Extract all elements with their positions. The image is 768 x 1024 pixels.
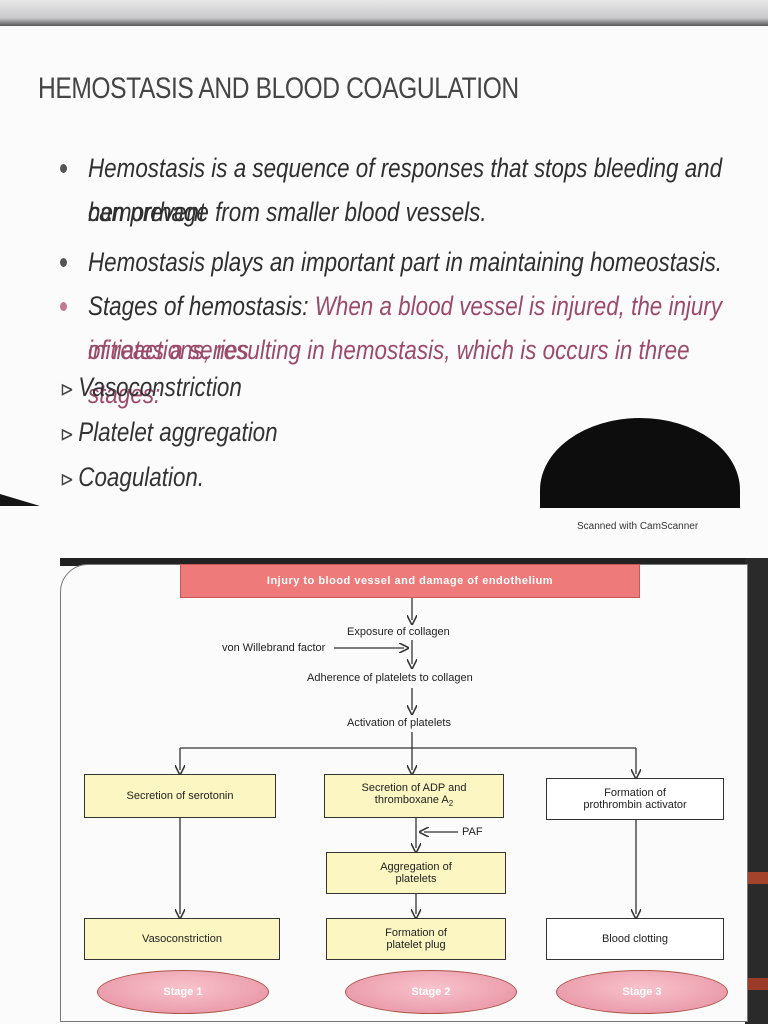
bullet-3-lead: Stages of hemostasis: [88, 291, 309, 321]
paf-label: PAF [462, 826, 483, 838]
stage-1-badge: Stage 1 [97, 970, 269, 1014]
exposure-label: Exposure of collagen [347, 626, 450, 638]
activation-label: Activation of platelets [347, 717, 451, 729]
photo-frame-top [60, 558, 750, 566]
arrowhead-icon: ⊳ [60, 424, 74, 446]
bullet-3-line-1: Stages of hemostasis: When a blood vesse… [88, 284, 752, 372]
prothrombin-box: Formation of prothrombin activator [546, 778, 724, 820]
blood-clotting-box: Blood clotting [546, 918, 724, 960]
scanner-watermark: Scanned with CamScanner [577, 521, 699, 532]
vasoconstriction-box: Vasoconstriction [84, 918, 280, 960]
vwf-label: von Willebrand factor [222, 642, 326, 654]
stage-item-vasoconstriction: ⊳Vasoconstriction [60, 372, 242, 402]
stage-3-badge: Stage 3 [556, 970, 728, 1014]
adherence-label: Adherence of platelets to collagen [307, 672, 473, 684]
bullet-dot-icon [60, 302, 67, 311]
arrowhead-icon: ⊳ [60, 379, 74, 401]
slide-title: HEMOSTASIS AND BLOOD COAGULATION [38, 72, 519, 105]
platelet-plug-box: Formation of platelet plug [326, 918, 506, 960]
adp-box: Secretion of ADP and thromboxane A2 [324, 774, 504, 818]
bullet-2: Hemostasis plays an important part in ma… [88, 247, 723, 277]
serotonin-box: Secretion of serotonin [84, 774, 276, 818]
arrowhead-icon: ⊳ [60, 469, 74, 491]
stage-item-platelet-aggregation: ⊳Platelet aggregation [60, 417, 278, 447]
bullet-3-rest: When a blood vessel is injured, the inju… [88, 291, 723, 365]
bullet-1-line-1: Hemostasis is a sequence of responses th… [88, 153, 723, 227]
injury-box: Injury to blood vessel and damage of end… [180, 564, 640, 598]
aggregation-box: Aggregation of platelets [326, 852, 506, 894]
photo-frame-right [745, 558, 768, 1024]
bullet-3-line-2: of reactions, resulting in hemostasis, w… [88, 335, 690, 409]
photo-top-edge [0, 0, 768, 30]
stage-item-coagulation: ⊳Coagulation. [60, 462, 205, 492]
photo-edge-shadow [0, 494, 40, 506]
bullet-dot-icon [60, 258, 67, 267]
slide: HEMOSTASIS AND BLOOD COAGULATION Hemosta… [0, 26, 768, 508]
bullet-1-line-2: hemorrhage from smaller blood vessels. [88, 197, 487, 227]
head-silhouette [540, 418, 740, 508]
bullet-dot-icon [60, 164, 67, 173]
stage-2-badge: Stage 2 [345, 970, 517, 1014]
